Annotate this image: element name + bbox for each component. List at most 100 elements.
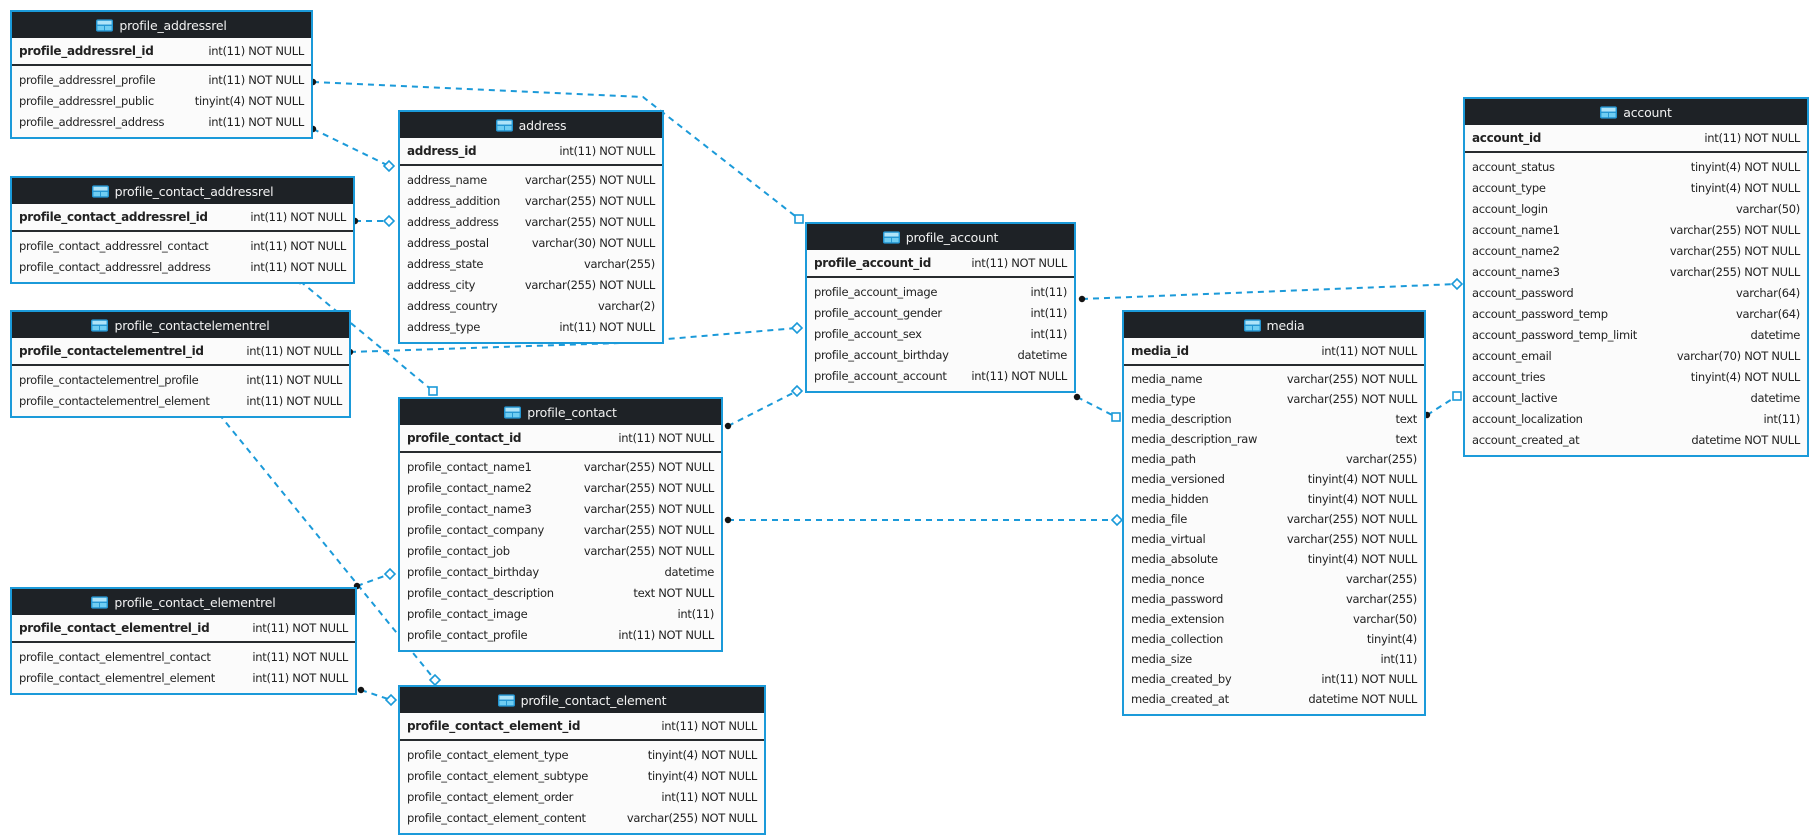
relationship-profile_contact_addressrel-address[interactable]	[351, 214, 396, 228]
table-header[interactable]: profile_contact	[400, 399, 721, 425]
table-header[interactable]: profile_contactelementrel	[12, 312, 349, 338]
table-header[interactable]: profile_contact_element	[400, 687, 764, 713]
relationship-profile_account-account[interactable]	[1078, 277, 1464, 303]
table-header[interactable]: media	[1124, 312, 1424, 338]
table-header[interactable]: profile_account	[807, 224, 1074, 250]
table-header[interactable]: address	[400, 112, 662, 138]
relationship-profile_contact_elementrel-profile_contact[interactable]	[353, 567, 397, 590]
relationship-profile_account-media[interactable]	[1073, 393, 1121, 422]
table-header[interactable]: profile_addressrel	[12, 12, 311, 38]
relationship-media-account[interactable]	[1423, 391, 1462, 419]
table-header[interactable]: profile_contact_addressrel	[12, 178, 353, 204]
table-header[interactable]: profile_contact_elementrel	[12, 589, 355, 615]
relationship-profile_contactelementrel-profile_account[interactable]	[346, 321, 804, 356]
table-header[interactable]: account	[1465, 99, 1807, 125]
relationship-profile_contact-profile_account[interactable]	[724, 384, 804, 430]
relationship-profile_contact-media[interactable]	[724, 513, 1124, 527]
table-profile_contact_elementrel[interactable]: profile_contact_elementrel profile_contac…	[10, 587, 357, 695]
relationship-profile_contact_elementrel-profile_contact_element[interactable]	[357, 686, 398, 707]
relationship-profile_addressrel-address[interactable]	[309, 125, 396, 173]
